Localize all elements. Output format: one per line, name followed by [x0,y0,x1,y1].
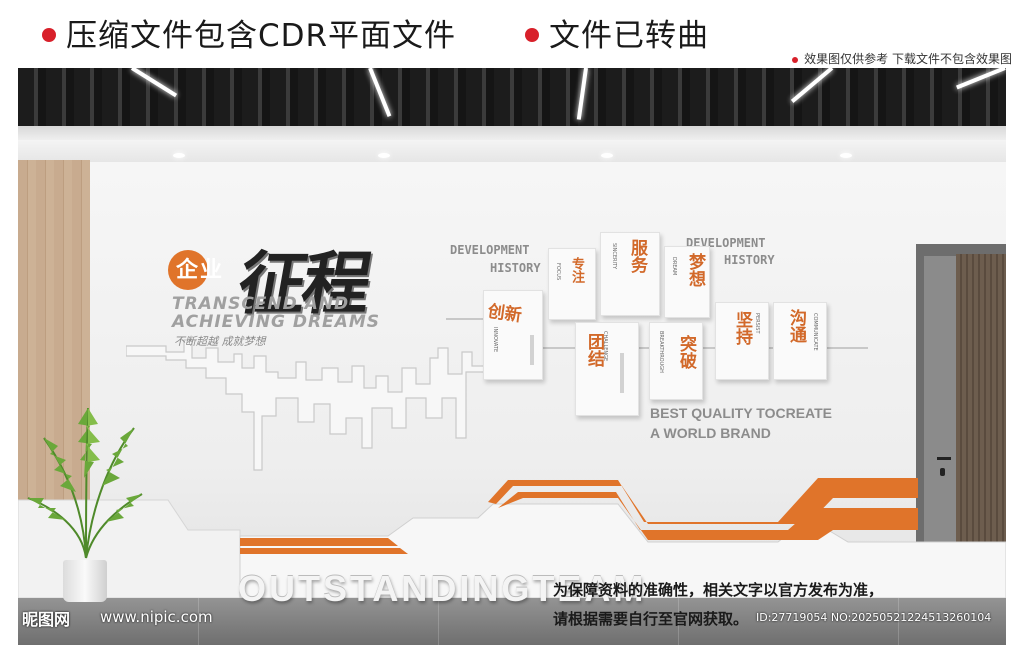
dev-history-right-line2: HISTORY [724,253,775,267]
door-handle [937,457,951,460]
disclaimer-line-2: 请根据需要自行至官网获取。 [553,610,749,628]
red-dot-icon [42,27,56,42]
ceiling-trim [18,126,1006,140]
card-en: BREAKTHROUGH [658,331,664,373]
card-cn: 服务 [627,239,647,273]
slatted-ceiling [18,68,1006,126]
card-cn: 坚持 [732,311,752,345]
nipic-url[interactable]: www.nipic.com [100,608,213,626]
downlight [840,153,852,158]
floor-tile-line [198,590,199,645]
downlight [601,153,613,158]
dev-history-left-line1: DEVELOPMENT [450,243,530,257]
disclaimer-line-1: 为保障资料的准确性，相关文字以官方发布为准， [553,581,884,599]
value-card: 梦想 DREAM [664,246,710,318]
card-cn: 专注 [569,257,584,283]
floor-tile-line [898,590,899,645]
orange-relief-band [18,478,1006,598]
image-id-text: ID:27719054 NO:20250521224513260104 [756,611,992,624]
card-cn: 沟通 [786,309,806,343]
card-en: COMMUNICATE [812,313,818,351]
door-lock [940,468,945,476]
banner-title-left: 压缩文件包含CDR平面文件 [42,10,456,55]
banner-notice-text: 效果图仅供参考 下载文件不包含效果图 [804,52,1012,66]
floor-tile-line [678,590,679,645]
english-line-1: TRANSCEND AND [172,294,350,314]
card-bar [620,353,624,393]
banner-title-left-text: 压缩文件包含CDR平面文件 [66,18,457,54]
best-quality-line1: BEST QUALITY TOCREATE [650,405,833,421]
city-skyline-relief [126,339,486,471]
value-card: 沟通 COMMUNICATE [773,302,827,380]
banner-title-right-text: 文件已转曲 [549,18,709,54]
card-cn: 突破 [676,335,696,369]
best-quality-line2: A WORLD BRAND [650,425,771,441]
wood-panel-right [956,254,1006,594]
red-dot-icon [525,27,539,42]
value-card: 创新 INNOVATE [483,290,543,380]
value-card: 坚持 PERSIST [715,302,769,380]
badge-circle [168,250,208,290]
value-card: 服务 SINCERITY [600,232,660,316]
outstanding-team-text: OUTSTANDINGTEAM [238,568,647,609]
dev-history-left-line2: HISTORY [490,261,541,275]
floor-tile-line [438,590,439,645]
white-plant-pot [63,560,107,602]
potted-palm-plant [27,407,143,559]
top-banner: 压缩文件包含CDR平面文件 文件已转曲 效果图仅供参考 下载文件不包含效果图 [0,0,1024,68]
chinese-slogan: 不断超越 成就梦想 [174,335,266,348]
value-card: 专注 FOCUS [548,248,596,320]
card-en: PERSIST [754,313,760,334]
card-cn: 梦想 [685,253,705,287]
card-en: DREAM [671,257,677,276]
ceiling-soffit [18,140,1006,162]
card-bar [530,335,534,365]
downlight [378,153,390,158]
card-cn: 团结 [584,333,604,367]
rendered-office-scene: 企业 征程 TRANSCEND AND ACHIEVING DREAMS 不断超… [18,68,1006,645]
card-cn: 创新 [486,301,523,327]
card-en: FOCUS [555,263,561,281]
card-en: INNOVATE [492,327,498,353]
card-en: SINCERITY [611,243,617,270]
value-card: 突破 BREAKTHROUGH [649,322,703,400]
nipic-logo-text: 昵图网 [22,610,71,629]
door [924,256,962,596]
downlight [173,153,185,158]
card-en: CHALLENGE [602,331,608,362]
timeline-connector [543,347,868,349]
value-card: 团结 CHALLENGE [575,322,639,416]
banner-notice: 效果图仅供参考 下载文件不包含效果图 [792,50,1012,67]
floor [18,590,1006,645]
english-line-2: ACHIEVING DREAMS [172,312,380,332]
red-dot-icon [792,56,799,63]
badge-text: 企业 [176,258,225,283]
timeline-connector [446,318,486,320]
banner-title-right: 文件已转曲 [525,10,709,55]
